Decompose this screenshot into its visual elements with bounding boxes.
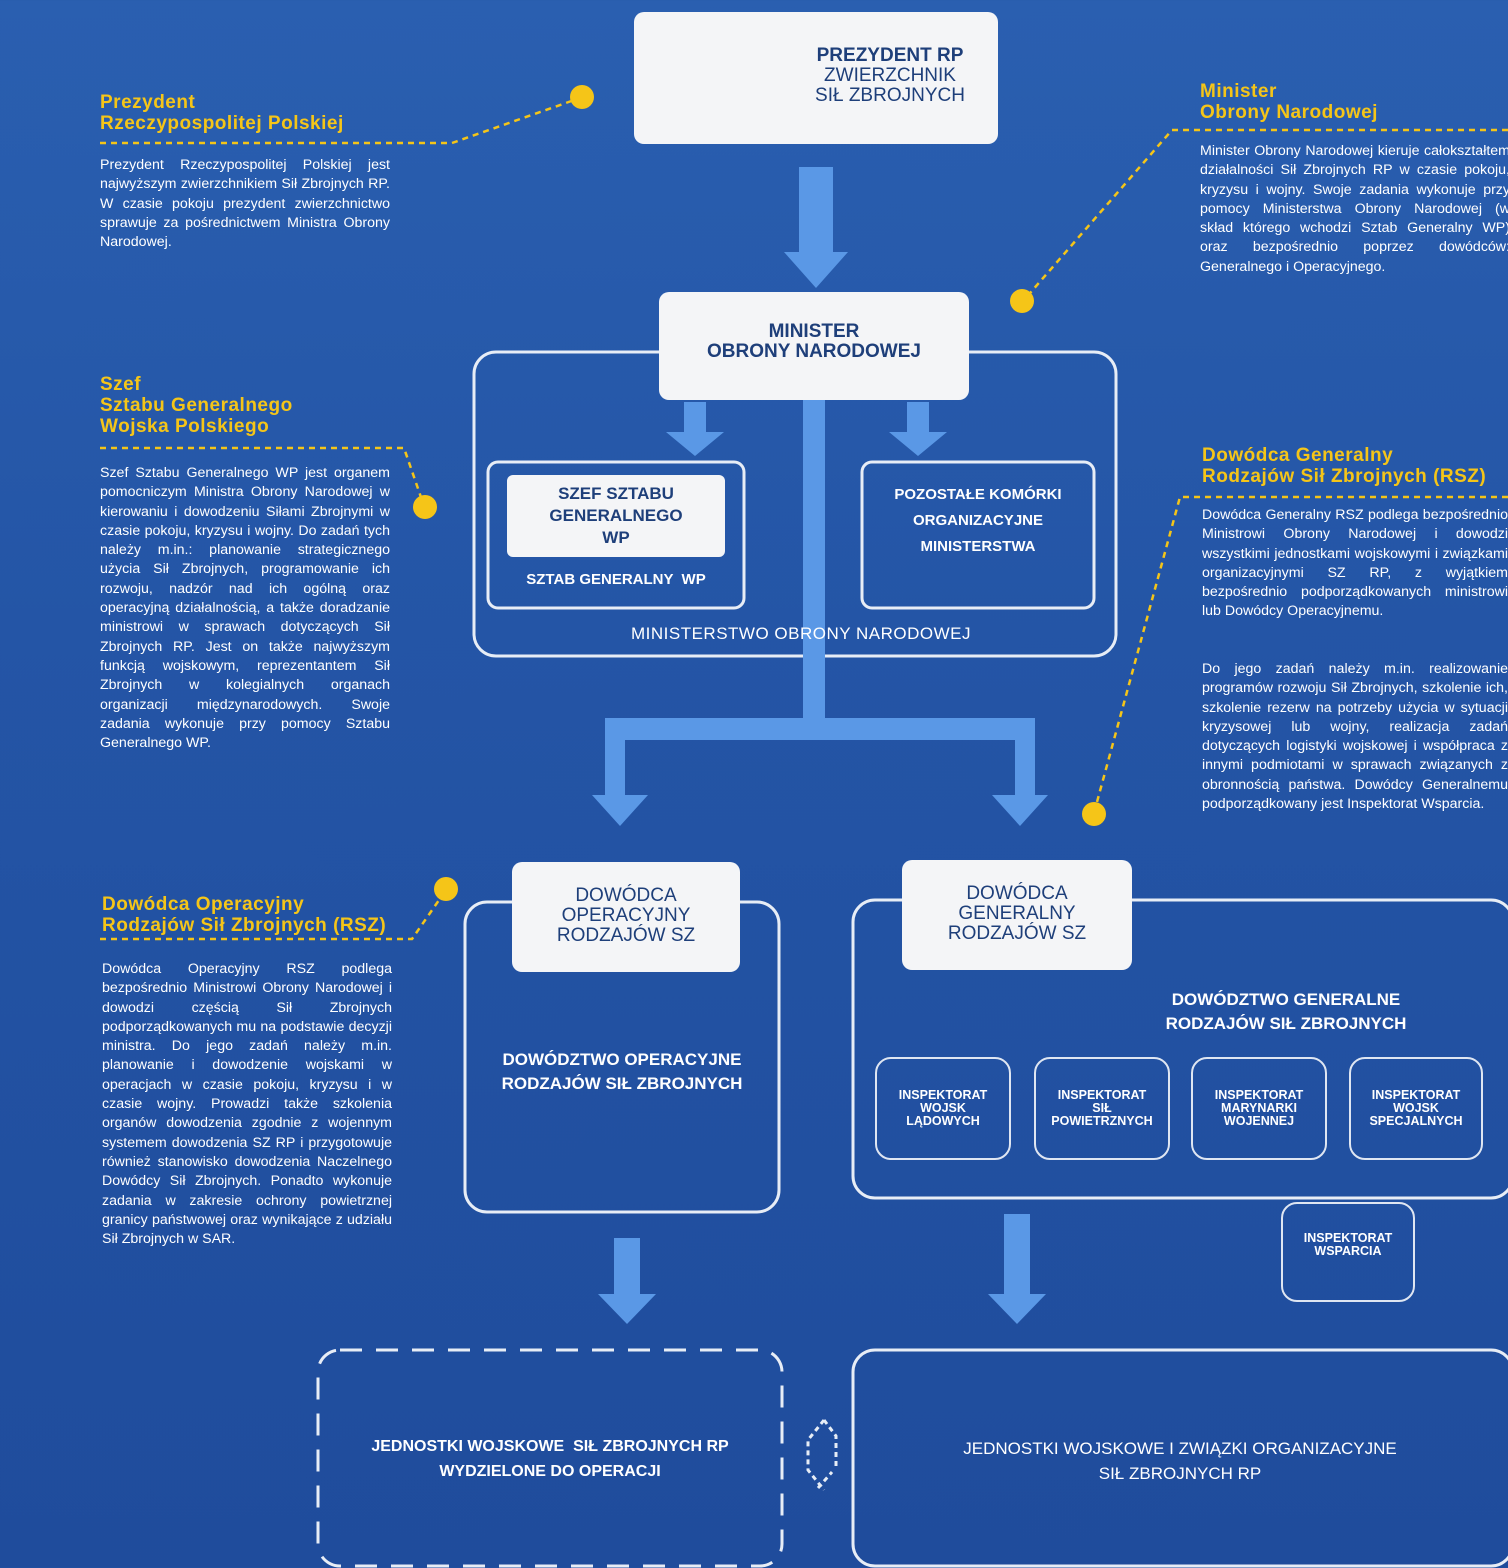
president-box-title: PREZYDENT RP bbox=[816, 45, 964, 66]
jednostki-operacyjne: JEDNOSTKI WOJSKOWE SIŁ ZBROJNYCH RP WYDZ… bbox=[330, 1434, 770, 1484]
szef-text: Szef Sztabu Generalnego WP jest organem … bbox=[100, 465, 390, 752]
dowodztwo-operacyjne: DOWÓDZTWO OPERACYJNE RODZAJÓW SIŁ ZBROJN… bbox=[470, 1048, 774, 1096]
dot-prezydent bbox=[570, 85, 594, 109]
insp-0-line2: WOJSK bbox=[920, 1101, 966, 1115]
dowodca-operacyjny-box: DOWÓDCA OPERACYJNY RODZAJÓW SZ bbox=[512, 862, 740, 972]
president-box-sub1: ZWIERZCHNIK bbox=[824, 65, 956, 86]
dow-oper-line2: OPERACYJNY bbox=[561, 905, 691, 926]
operacyjny-title: Dowódca Operacyjny Rodzajów Sił Zbrojnyc… bbox=[102, 894, 387, 936]
insp-3-line3: SPECJALNYCH bbox=[1369, 1114, 1463, 1128]
pozostale-line1: POZOSTAŁE KOMÓRKI bbox=[894, 486, 1062, 503]
dot-minister bbox=[1010, 289, 1034, 313]
dowodztwo-oper-line2: RODZAJÓW SIŁ ZBROJNYCH bbox=[501, 1074, 743, 1093]
minister-box-line2: OBRONY NARODOWEJ bbox=[707, 341, 921, 362]
szef-box-line2: GENERALNEGO bbox=[549, 506, 683, 525]
frame-jednostki-gen bbox=[851, 1348, 1508, 1568]
insp-3-line2: WOJSK bbox=[1393, 1101, 1439, 1115]
jednostki-generalne: JEDNOSTKI WOJSKOWE I ZWIĄZKI ORGANIZACYJ… bbox=[880, 1436, 1480, 1486]
jednostki-oper-line2: WYDZIELONE DO OPERACJI bbox=[439, 1463, 661, 1480]
dow-gen-line1: DOWÓDCA bbox=[966, 883, 1068, 904]
leader-operacyjny bbox=[100, 889, 448, 941]
minister-box-line1: MINISTER bbox=[768, 321, 860, 342]
operacyjny-text: Dowódca Operacyjny RSZ podlega bezpośred… bbox=[102, 961, 392, 1248]
pozostale-line3: MINISTERSTWA bbox=[920, 538, 1036, 555]
frame-sztab bbox=[486, 460, 746, 610]
szef-sztabu-box: SZEF SZTABU GENERALNEGO WP bbox=[507, 475, 725, 557]
dot-szef bbox=[413, 495, 437, 519]
insp-wsparcia-line1: INSPEKTORAT bbox=[1303, 1231, 1393, 1245]
insp-0-line3: LĄDOWYCH bbox=[906, 1114, 980, 1128]
generalny-text2: Do jego zadań należy m.in. realizowanie … bbox=[1202, 661, 1508, 813]
jednostki-gen-line2: SIŁ ZBROJNYCH RP bbox=[1098, 1464, 1262, 1483]
minister-box: MINISTER OBRONY NARODOWEJ bbox=[659, 292, 969, 400]
szef-box-line1: SZEF SZTABU bbox=[558, 484, 674, 503]
insp-wsparcia-line2: WSPARCIA bbox=[1314, 1244, 1382, 1258]
pozostale-komorki: POZOSTAŁE KOMÓRKI ORGANIZACYJNE MINISTER… bbox=[864, 482, 1092, 560]
generalny-title: Dowódca Generalny Rodzajów Sił Zbrojnych… bbox=[1202, 445, 1487, 487]
arrow-president-minister bbox=[784, 167, 848, 288]
inspektorat-wojsk-specjalnych: INSPEKTORAT WOJSK SPECJALNYCH bbox=[1349, 1057, 1483, 1160]
insp-1-line1: INSPEKTORAT bbox=[1057, 1088, 1147, 1102]
president-box-sub2: SIŁ ZBROJNYCH bbox=[815, 85, 965, 106]
president-box: PREZYDENT RP ZWIERZCHNIK SIŁ ZBROJNYCH bbox=[634, 12, 998, 144]
insp-2-line3: WOJENNEJ bbox=[1223, 1114, 1295, 1128]
insp-0-line1: INSPEKTORAT bbox=[898, 1088, 988, 1102]
dowodztwo-oper-line1: DOWÓDZTWO OPERACYJNE bbox=[502, 1050, 742, 1069]
arrow-to-szef bbox=[666, 402, 724, 456]
jednostki-oper-line1: JEDNOSTKI WOJSKOWE SIŁ ZBROJNYCH RP bbox=[371, 1438, 729, 1455]
minister-text: Minister Obrony Narodowej kieruje całoks… bbox=[1200, 143, 1508, 275]
ministerstwo-label: MINISTERSTWO OBRONY NARODOWEJ bbox=[630, 624, 972, 643]
arrow-to-jednostki-oper bbox=[598, 1238, 656, 1324]
dowodztwo-gen-line1: DOWÓDZTWO GENERALNE bbox=[1171, 990, 1401, 1009]
sztab-generalny-label: SZTAB GENERALNY WP bbox=[526, 571, 706, 588]
insp-2-line1: INSPEKTORAT bbox=[1214, 1088, 1304, 1102]
insp-3-line1: INSPEKTORAT bbox=[1371, 1088, 1461, 1102]
dowodztwo-generalne: DOWÓDZTWO GENERALNE RODZAJÓW SIŁ ZBROJNY… bbox=[1126, 988, 1446, 1036]
inspektorat-marynarki-wojennej: INSPEKTORAT MARYNARKI WOJENNEJ bbox=[1191, 1057, 1327, 1160]
dow-oper-line1: DOWÓDCA bbox=[575, 885, 677, 906]
szef-box-line3: WP bbox=[602, 528, 630, 547]
dow-oper-line3: RODZAJÓW SZ bbox=[556, 925, 696, 946]
arrow-to-pozostale bbox=[889, 402, 947, 456]
inspektorat-sil-powietrznych: INSPEKTORAT SIŁ POWIETRZNYCH bbox=[1034, 1057, 1170, 1160]
arrow-to-dow-oper bbox=[592, 740, 648, 826]
frame-jednostki-oper bbox=[316, 1348, 784, 1568]
prezydent-text: Prezydent Rzeczypospolitej Polskiej jest… bbox=[100, 157, 390, 251]
minister-title: Minister Obrony Narodowej bbox=[1200, 81, 1378, 123]
prezydent-title: Prezydent Rzeczypospolitej Polskiej bbox=[100, 92, 344, 134]
leader-szef bbox=[100, 446, 426, 507]
inspektorat-wsparcia: INSPEKTORAT WSPARCIA bbox=[1281, 1202, 1415, 1302]
szef-title: Szef Sztabu Generalnego Wojska Polskiego bbox=[100, 374, 293, 437]
dow-gen-line3: RODZAJÓW SZ bbox=[947, 923, 1087, 944]
frame-pozostale bbox=[860, 460, 1096, 610]
leader-prezydent bbox=[100, 96, 581, 145]
insp-2-line2: MARYNARKI bbox=[1221, 1101, 1297, 1115]
trunk-horizontal bbox=[605, 718, 1035, 740]
dot-operacyjny bbox=[434, 877, 458, 901]
pozostale-line2: ORGANIZACYJNE bbox=[912, 512, 1043, 529]
exchange-icon bbox=[806, 1419, 838, 1491]
jednostki-gen-line1: JEDNOSTKI WOJSKOWE I ZWIĄZKI ORGANIZACYJ… bbox=[963, 1439, 1397, 1458]
trunk-vertical bbox=[803, 398, 825, 718]
arrow-to-dow-gen bbox=[992, 740, 1048, 826]
dot-generalny bbox=[1082, 802, 1106, 826]
arrow-to-jednostki-gen bbox=[988, 1214, 1046, 1324]
dowodca-generalny-box: DOWÓDCA GENERALNY RODZAJÓW SZ bbox=[902, 860, 1132, 970]
dow-gen-line2: GENERALNY bbox=[958, 903, 1076, 924]
inspektorat-wojsk-ladowych: INSPEKTORAT WOJSK LĄDOWYCH bbox=[875, 1057, 1011, 1160]
leader-minister bbox=[1023, 128, 1508, 301]
insp-1-line3: POWIETRZNYCH bbox=[1051, 1114, 1153, 1128]
frame-dowodztwo-gen bbox=[851, 898, 1508, 1200]
generalny-text1: Dowódca Generalny RSZ podlega bezpośredn… bbox=[1202, 507, 1508, 620]
insp-1-line2: SIŁ bbox=[1092, 1101, 1112, 1115]
dowodztwo-gen-line2: RODZAJÓW SIŁ ZBROJNYCH bbox=[1165, 1014, 1407, 1033]
